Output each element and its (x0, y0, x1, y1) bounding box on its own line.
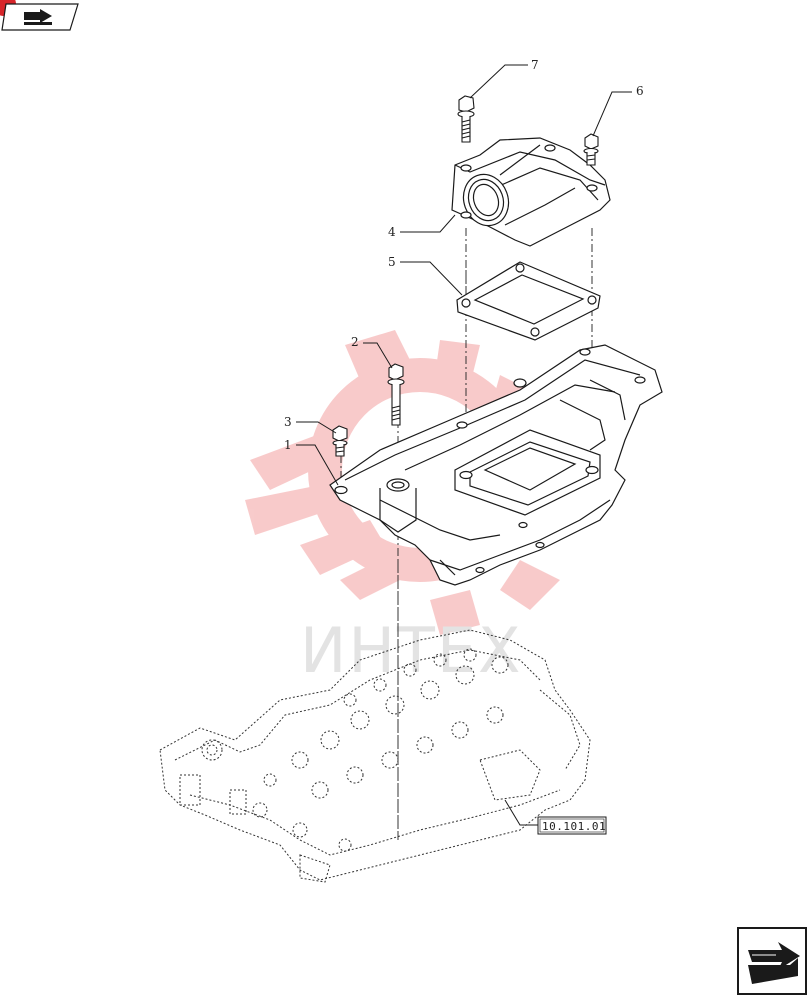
callout-2: 2 (351, 335, 359, 349)
previous-page-icon (24, 9, 52, 25)
part-bolt-2 (387, 363, 405, 426)
reference-code: 10.101.01 (542, 820, 606, 833)
part-bolt-3 (332, 425, 348, 457)
callout-4: 4 (388, 225, 396, 239)
part-gasket (456, 261, 601, 341)
part-bolt-6 (583, 133, 599, 166)
cylinder-head-outline (159, 629, 591, 883)
next-page-icon (748, 942, 800, 984)
callout-5: 5 (388, 255, 396, 269)
callout-6: 6 (636, 84, 644, 98)
callout-1: 1 (284, 438, 292, 452)
part-outlet-housing (451, 137, 611, 247)
part-intake-manifold (329, 344, 663, 586)
watermark-text: ИНТЕХ (300, 614, 523, 687)
callout-3: 3 (284, 415, 292, 429)
next-page-button[interactable] (737, 927, 807, 995)
previous-page-button[interactable] (0, 0, 79, 31)
reference-link-box[interactable]: 10.101.01 (537, 816, 607, 835)
part-bolt-7 (457, 95, 475, 143)
callout-7: 7 (531, 58, 539, 72)
leader-lines (296, 64, 632, 826)
